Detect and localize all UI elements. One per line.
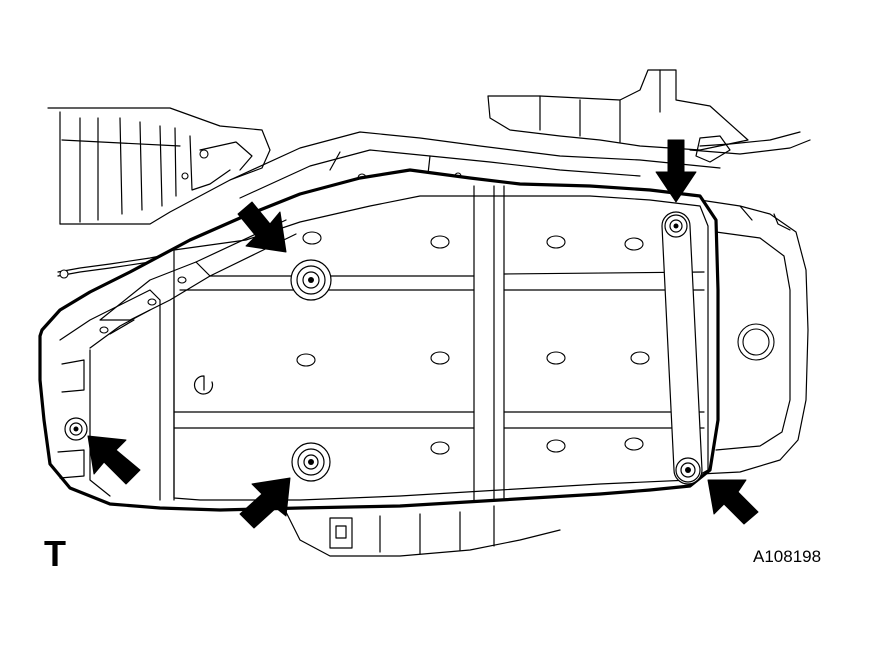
arrow-strap-top-icon [655, 139, 697, 203]
arrow-strap-bottom-icon [707, 479, 759, 525]
tank-protector [38, 168, 720, 512]
bolt-strap-top [664, 214, 688, 238]
figure-id-label: A108198 [753, 547, 822, 566]
bolt-front-left [64, 417, 88, 441]
arrow-front-left-icon [87, 435, 141, 485]
bolt-strap-bottom [675, 457, 701, 483]
bolts [64, 214, 701, 483]
indicator-arrows [87, 139, 759, 529]
bolt-upper-left [290, 259, 332, 301]
bolt-lower-middle [291, 442, 331, 482]
view-mark-label: T [44, 533, 66, 574]
arrow-lower-middle-icon [239, 477, 291, 529]
fuel-tank [699, 199, 809, 475]
arrow-upper-left-icon [237, 201, 287, 253]
